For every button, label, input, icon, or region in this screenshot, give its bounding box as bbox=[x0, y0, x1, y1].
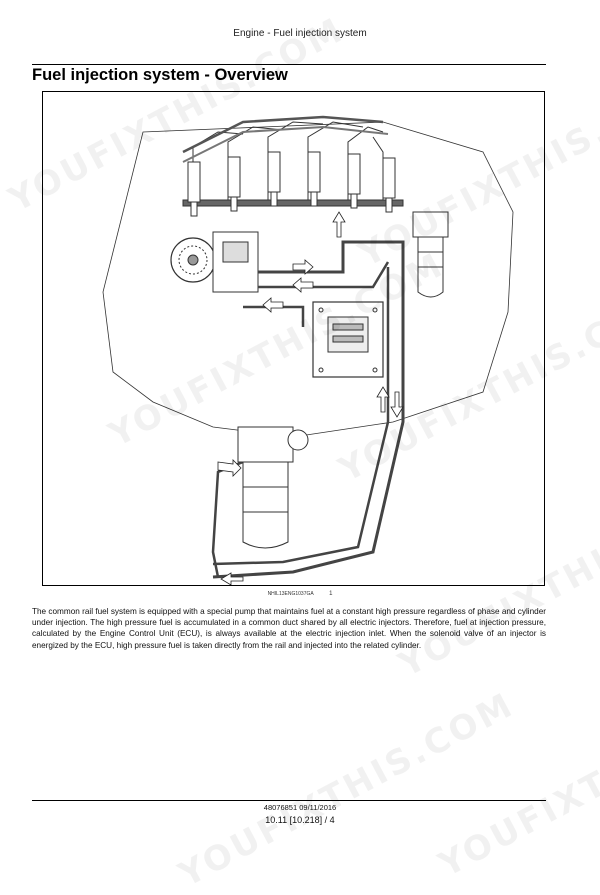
injector-1 bbox=[187, 161, 201, 203]
flow-arrow-6 bbox=[376, 386, 390, 413]
flow-arrow-8 bbox=[220, 572, 244, 585]
section-title: Fuel injection system - Overview bbox=[32, 66, 288, 84]
body-paragraph: The common rail fuel system is equipped … bbox=[32, 607, 546, 650]
ecu-unit bbox=[312, 301, 384, 378]
injector-5 bbox=[347, 153, 361, 195]
injector-4 bbox=[307, 151, 321, 193]
footer-rule bbox=[32, 800, 546, 801]
watermark-6: YOUFIXTHIS.COM bbox=[172, 684, 521, 895]
flow-arrow-5 bbox=[390, 391, 404, 418]
figure-frame bbox=[42, 91, 545, 586]
flow-arrow-3 bbox=[262, 297, 284, 313]
engine-block-outline bbox=[102, 121, 514, 438]
fuel-system-diagram bbox=[102, 115, 514, 585]
flow-arrow-7 bbox=[217, 459, 242, 477]
figure-caption: NHIL13ENG1037GA 1 bbox=[0, 591, 600, 597]
figure-code: NHIL13ENG1037GA bbox=[267, 591, 314, 597]
flow-arrow-4 bbox=[332, 211, 346, 238]
injector-3 bbox=[267, 151, 281, 193]
flow-arrow-2 bbox=[292, 277, 314, 293]
injector-2 bbox=[227, 156, 241, 198]
high-pressure-pump bbox=[170, 231, 259, 293]
upper-fuel-filter bbox=[412, 211, 449, 298]
watermark-7: YOUFIXTHIS.COM bbox=[432, 674, 600, 886]
injector-6 bbox=[382, 157, 396, 199]
footer-doc-ref: 48076851 09/11/2016 bbox=[263, 803, 337, 812]
running-header: Engine - Fuel injection system bbox=[233, 28, 367, 39]
figure-number: 1 bbox=[329, 591, 333, 597]
flow-arrow-1 bbox=[292, 259, 314, 275]
fuel-prefilter bbox=[237, 426, 309, 549]
common-rail bbox=[182, 199, 404, 207]
footer-page-number: 10.11 [10.218] / 4 bbox=[265, 815, 335, 825]
header-rule bbox=[32, 64, 546, 65]
